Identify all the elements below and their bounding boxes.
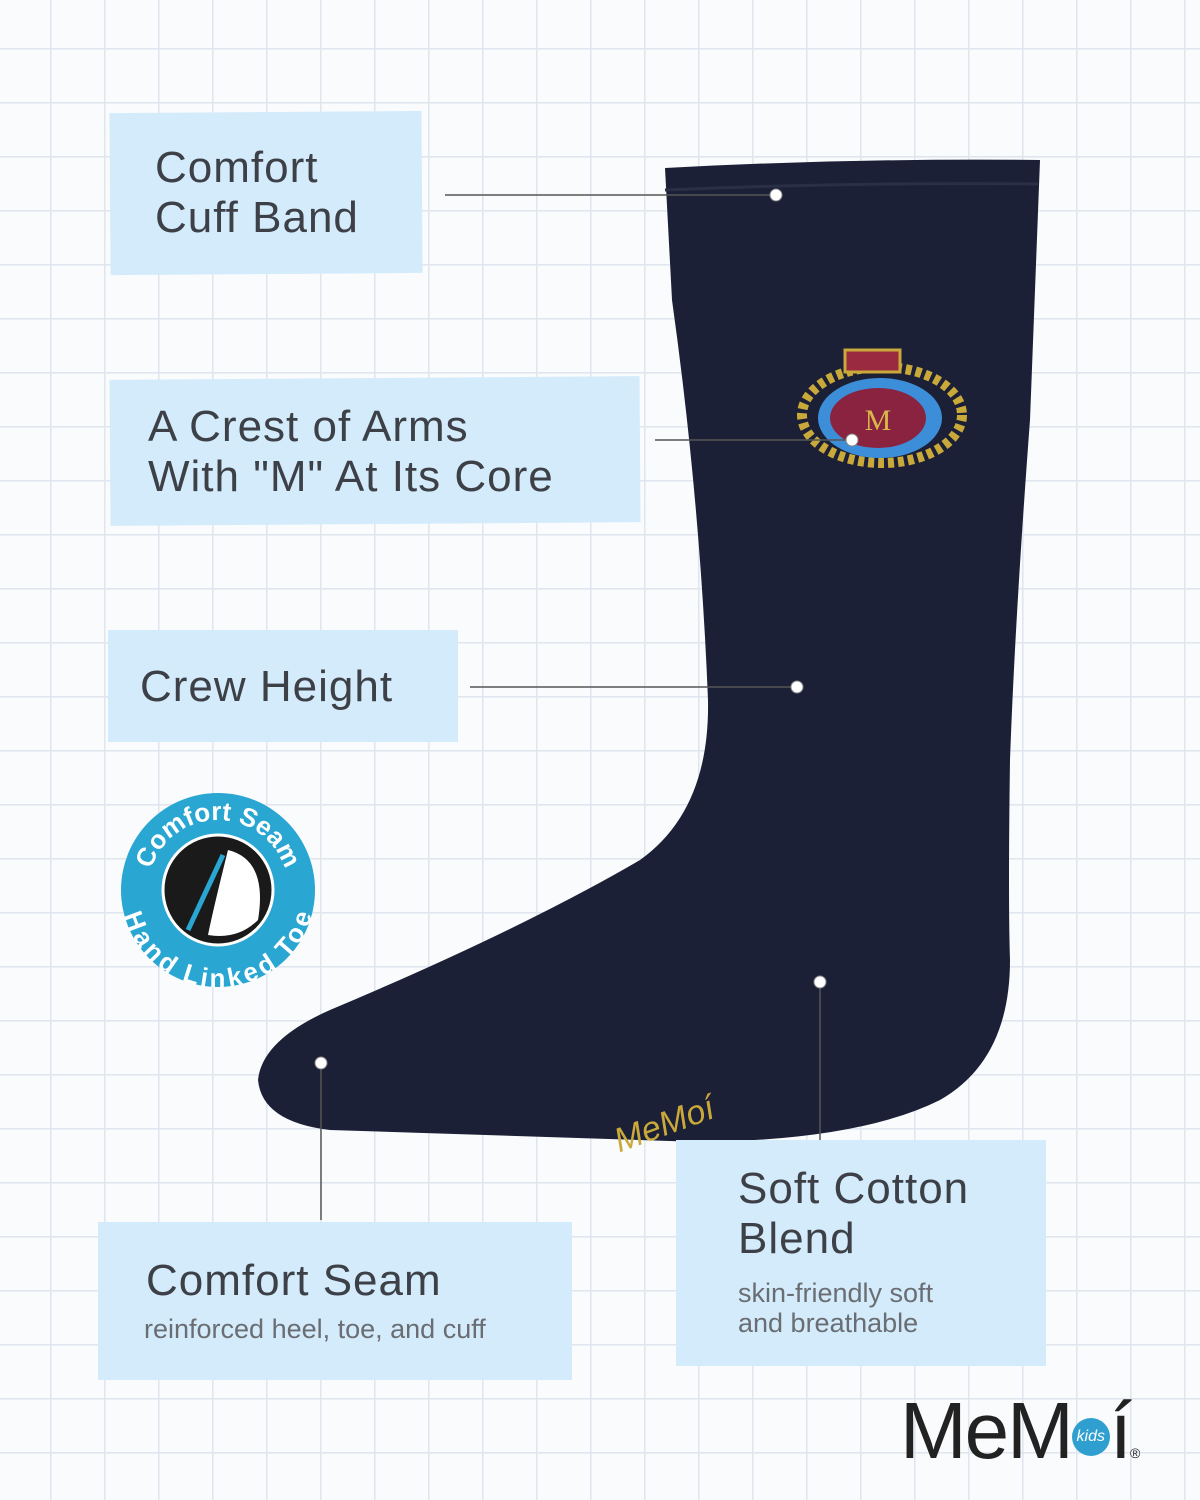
callout-seam-sub: reinforced heel, toe, and cuff xyxy=(144,1314,486,1344)
callout-crest: A Crest of Arms With "M" At Its Core xyxy=(148,402,554,501)
comfort-seam-badge: Comfort Seam Hand Linked Toe xyxy=(118,793,318,990)
callout-cotton-title: Soft Cotton Blend xyxy=(738,1164,970,1263)
callout-height-box xyxy=(108,630,458,742)
svg-text:M: M xyxy=(865,404,892,437)
callout-seam-title: Comfort Seam xyxy=(146,1256,442,1305)
callout-cotton-box xyxy=(676,1140,1046,1366)
callout-cuff: Comfort Cuff Band xyxy=(155,143,359,242)
callout-cotton-sub: skin-friendly soft and breathable xyxy=(738,1278,934,1338)
callout-seam-box xyxy=(98,1222,572,1380)
callout-height: Crew Height xyxy=(140,662,394,711)
